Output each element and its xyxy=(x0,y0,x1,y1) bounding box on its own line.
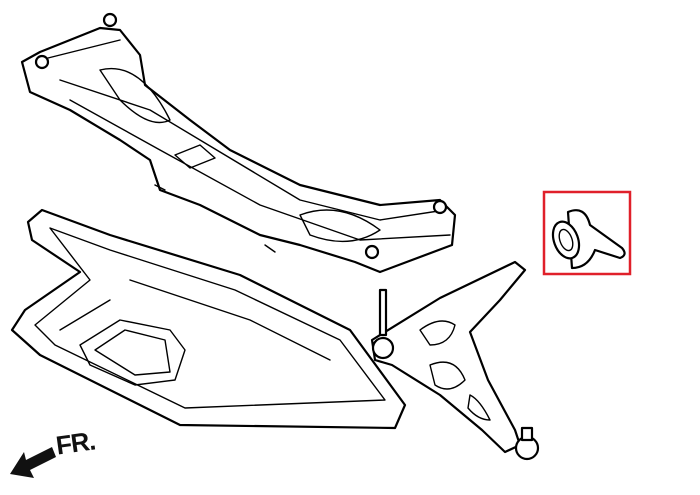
underbody-plate-icon xyxy=(10,208,407,430)
rear-subframe-icon xyxy=(20,12,457,274)
front-arrow-icon xyxy=(10,447,56,478)
front-direction-label: FR. xyxy=(54,425,97,461)
lower-control-arm-icon xyxy=(370,260,540,461)
highlight-box xyxy=(542,190,632,276)
bushing-icon xyxy=(551,209,626,270)
